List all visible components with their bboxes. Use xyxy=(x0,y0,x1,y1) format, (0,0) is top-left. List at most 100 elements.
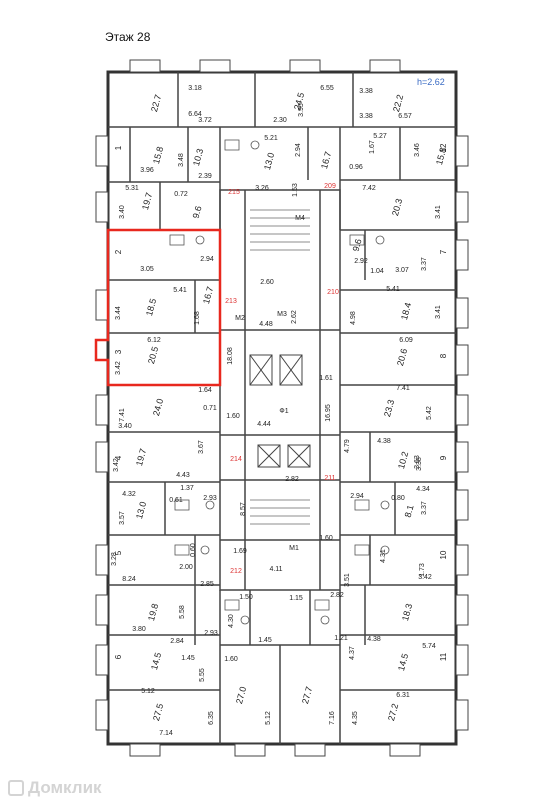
dimension-label: 3.38 xyxy=(359,88,373,95)
dimension-label: 5.58 xyxy=(179,605,186,619)
room-number: 6 xyxy=(114,654,123,659)
dimension-label: 3.95 xyxy=(298,103,305,117)
dimension-label: 3.40 xyxy=(118,423,132,430)
lift-shafts xyxy=(249,354,311,468)
dimension-label: 16.95 xyxy=(325,404,332,422)
area-label: 10.2 xyxy=(396,450,410,470)
dimension-label: 7.14 xyxy=(159,730,173,737)
area-label: 27.0 xyxy=(234,685,248,705)
dimension-label: 2.00 xyxy=(179,564,193,571)
dimension-label: 4.35 xyxy=(352,711,359,725)
dimension-label: 4.11 xyxy=(269,566,282,573)
dimension-label: 2.62 xyxy=(291,310,298,324)
dimension-label: 7.41 xyxy=(396,385,410,392)
room-number: 7 xyxy=(439,249,448,254)
dimension-label: 2.82 xyxy=(285,476,299,483)
dimension-label: 2.85 xyxy=(200,581,214,588)
dimension-label: 1.60 xyxy=(224,656,238,663)
area-label: 14.5 xyxy=(149,651,163,671)
area-label: 9.6 xyxy=(351,238,364,253)
dimension-label: 3.41 xyxy=(435,205,442,219)
dimension-label: 4.34 xyxy=(416,486,430,493)
dimension-label: 6.64 xyxy=(188,111,202,118)
dimension-label: 0.60 xyxy=(190,543,197,557)
dimension-label: 2.82 xyxy=(330,592,344,599)
floor-title: Этаж 28 xyxy=(105,30,151,44)
dimension-label: 6.12 xyxy=(147,337,161,344)
dimension-label: 4.79 xyxy=(344,439,351,453)
dimension-label: 7.42 xyxy=(362,185,376,192)
dimension-label: 1.21 xyxy=(334,635,348,642)
area-label: 27.7 xyxy=(300,685,314,705)
dimension-label: 1.68 xyxy=(194,311,201,325)
dimension-label: 5.12 xyxy=(141,688,155,695)
highlighted-apartment[interactable] xyxy=(94,228,222,387)
dimension-label: 4.44 xyxy=(257,421,271,428)
corridor-label: 209 xyxy=(324,183,336,190)
dimension-label: 3.42 xyxy=(418,574,432,581)
core-label: M3 xyxy=(277,311,287,318)
dimension-label: 1.69 xyxy=(233,548,247,555)
dimension-label: 8.24 xyxy=(122,576,136,583)
room-number: 5 xyxy=(114,550,123,555)
area-label: 13.0 xyxy=(262,151,276,171)
dimension-label: 3.48 xyxy=(178,153,185,167)
dimension-label: 6.31 xyxy=(396,692,410,699)
dimension-label: 3.26 xyxy=(255,185,269,192)
dimension-label: 18.08 xyxy=(227,347,234,365)
dimension-label: 4.30 xyxy=(228,614,235,628)
dimension-label: 0.96 xyxy=(349,164,363,171)
dimension-label: 3.63 xyxy=(414,455,421,469)
area-label: 20.6 xyxy=(395,347,409,367)
room-number: 12 xyxy=(439,143,448,152)
dimension-label: 0.80 xyxy=(391,495,405,502)
dimension-label: 3.18 xyxy=(188,85,202,92)
area-label: 16.7 xyxy=(319,150,333,170)
area-label: 22.2 xyxy=(391,93,405,113)
core-label: Ф1 xyxy=(279,408,288,415)
stairs xyxy=(250,209,310,525)
area-label: 16.7 xyxy=(201,285,215,305)
dimension-label: 1.50 xyxy=(239,594,253,601)
area-label: 22.7 xyxy=(149,93,163,113)
dimension-label: 6.55 xyxy=(320,85,334,92)
domclick-logo-icon xyxy=(8,780,24,796)
room-number: 10 xyxy=(439,550,448,559)
dimension-label: 2.94 xyxy=(295,143,302,157)
dimension-label: 5.27 xyxy=(373,133,387,140)
dimension-label: 2.30 xyxy=(273,117,287,124)
area-label: 10.3 xyxy=(191,147,205,167)
dimension-label: 1.53 xyxy=(292,183,299,197)
interior-walls xyxy=(108,72,456,744)
dimension-label: 2.60 xyxy=(260,279,274,286)
dimension-label: 6.57 xyxy=(398,113,412,120)
corridor-label: 211 xyxy=(324,475,335,482)
area-label: 24.0 xyxy=(151,397,165,417)
dimension-label: 3.42 xyxy=(113,458,120,472)
corridor-label: 214 xyxy=(230,456,242,463)
dimension-label: 2.93 xyxy=(203,495,217,502)
area-label: 9.6 xyxy=(191,205,204,220)
dimension-label: 5.41 xyxy=(386,286,400,293)
dimension-label: 3.37 xyxy=(421,257,428,271)
area-label: 8.1 xyxy=(403,504,416,519)
area-label: 20.3 xyxy=(390,197,404,217)
dimension-label: 2.94 xyxy=(200,256,214,263)
dimension-label: 4.37 xyxy=(349,646,356,660)
area-label: 14.5 xyxy=(396,652,410,672)
dimension-label: 3.44 xyxy=(115,306,122,320)
dimension-label: 3.07 xyxy=(395,267,409,274)
dimension-label: 1.64 xyxy=(198,387,212,394)
dimension-label: 3.96 xyxy=(140,167,154,174)
dimension-label: 1.37 xyxy=(180,485,194,492)
room-number: 2 xyxy=(114,249,123,254)
room-number: 8 xyxy=(439,353,448,358)
dimension-label: 5.74 xyxy=(422,643,436,650)
dimension-label: 2.39 xyxy=(198,173,212,180)
ceiling-height-label: h=2.62 xyxy=(417,77,445,87)
